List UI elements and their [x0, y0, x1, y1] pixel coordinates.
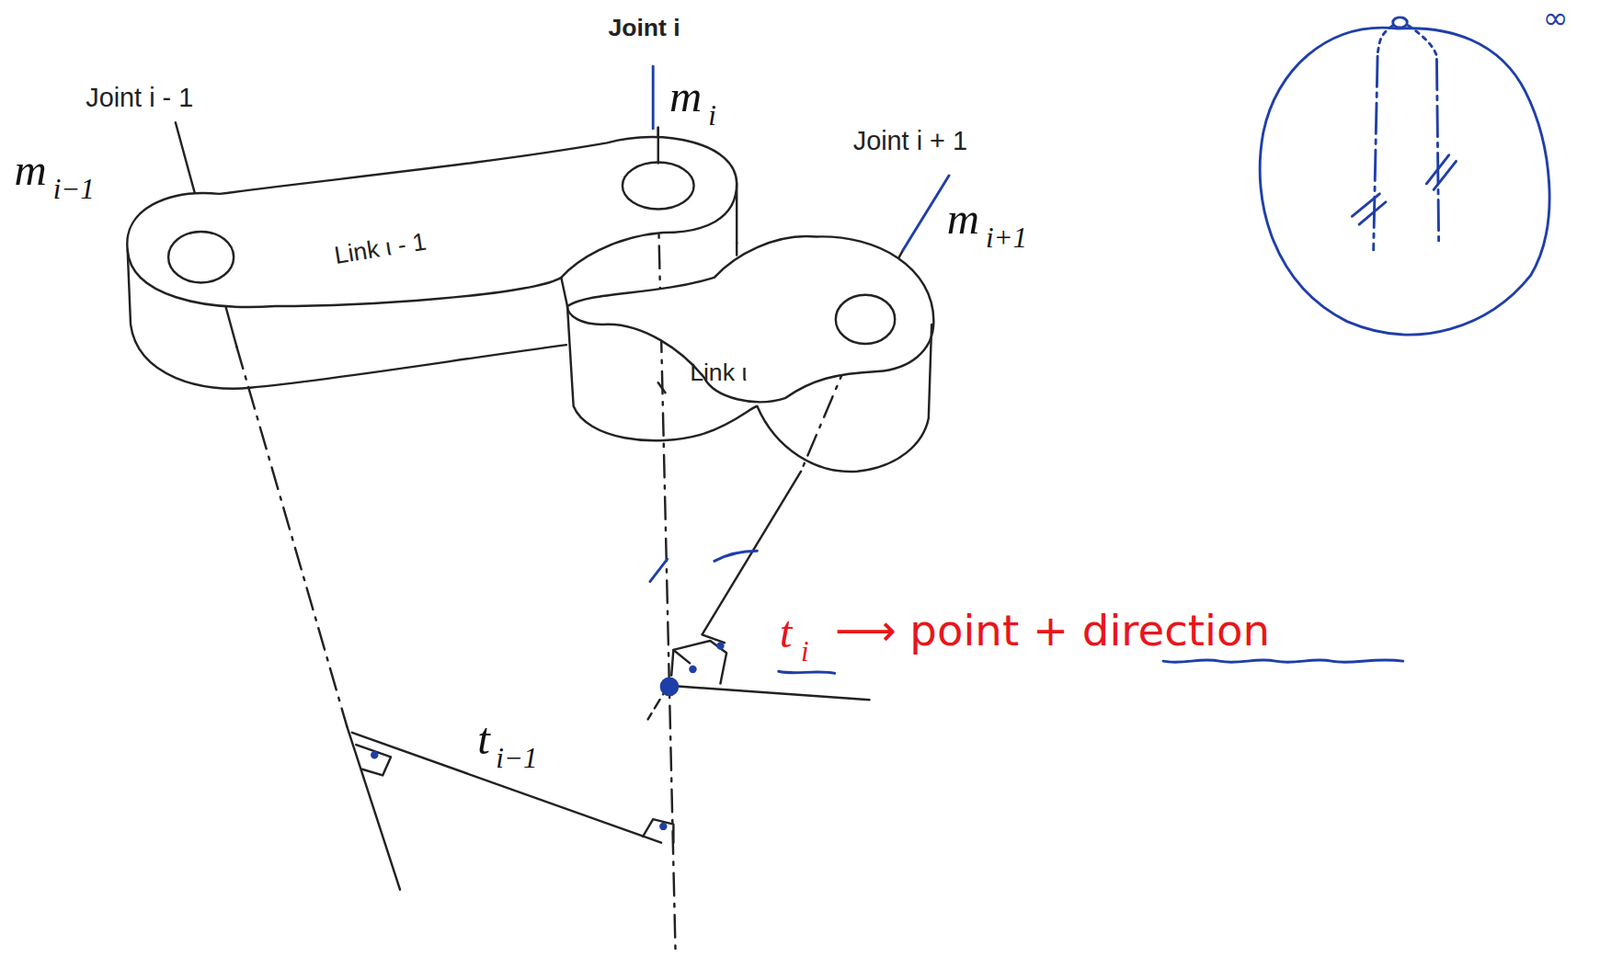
right-angle-mark	[673, 650, 690, 663]
link-side-wall	[735, 242, 738, 255]
joint-label: Joint i - 1	[85, 83, 194, 114]
mass-subscript: i+1	[985, 222, 1028, 254]
joint-hole	[168, 231, 234, 283]
annotation-stroke	[651, 66, 655, 129]
link-side-wall	[735, 183, 738, 243]
annotation-dot	[690, 666, 697, 673]
infinity-symbol: ∞	[1542, 1, 1569, 36]
mass-symbol: m	[14, 145, 47, 195]
parallel-tick	[1426, 155, 1449, 184]
common-normal	[352, 732, 662, 844]
mass-symbol: m	[947, 194, 980, 244]
sketch-line	[1377, 25, 1394, 54]
normal-symbol: t	[477, 714, 491, 765]
joint-hole	[835, 295, 895, 344]
normal-symbol: t	[779, 607, 793, 658]
link-top-face	[126, 137, 737, 308]
parallel-tick	[714, 550, 758, 561]
joint-label: Joint i + 1	[853, 126, 968, 157]
link-label: Link ι	[689, 359, 747, 387]
common-normal	[668, 685, 870, 701]
mass-subscript: i	[708, 100, 717, 132]
parallel-tick	[1351, 194, 1380, 217]
sketch-line	[1436, 58, 1439, 245]
parallel-tick	[650, 559, 668, 582]
joint-hole	[622, 161, 695, 209]
normal-subscript: i	[800, 636, 810, 668]
parallel-tick	[1359, 202, 1386, 225]
underline	[1163, 660, 1404, 663]
annotation-stroke	[902, 175, 949, 251]
sketch-line	[1407, 25, 1437, 57]
annotation-dot	[661, 678, 678, 696]
underline	[778, 671, 835, 674]
right-angle-mark	[355, 744, 391, 776]
joint-axis	[658, 382, 666, 393]
sketch-line	[1373, 56, 1378, 251]
link-side-wall	[560, 277, 568, 307]
mass-subscript: i−1	[53, 173, 95, 206]
right-angle-mark	[642, 819, 674, 844]
link-top-face	[567, 236, 934, 402]
joint-axis	[236, 346, 347, 727]
annotation-dot	[371, 752, 378, 758]
parallel-tick	[1433, 160, 1456, 190]
normal-subscript: i−1	[495, 742, 538, 775]
annotation-dot	[718, 643, 724, 650]
annotation-dot	[661, 823, 667, 830]
joint-axis	[657, 127, 660, 164]
sphere-pole	[1393, 17, 1408, 28]
joint-axis	[346, 726, 400, 891]
right-angle-mark	[671, 640, 727, 685]
joint-label: Joint i	[607, 14, 680, 42]
mass-symbol: m	[669, 71, 702, 122]
sphere-sketch	[1259, 27, 1550, 335]
annotation-text: ⟶ point + direction	[834, 607, 1270, 655]
